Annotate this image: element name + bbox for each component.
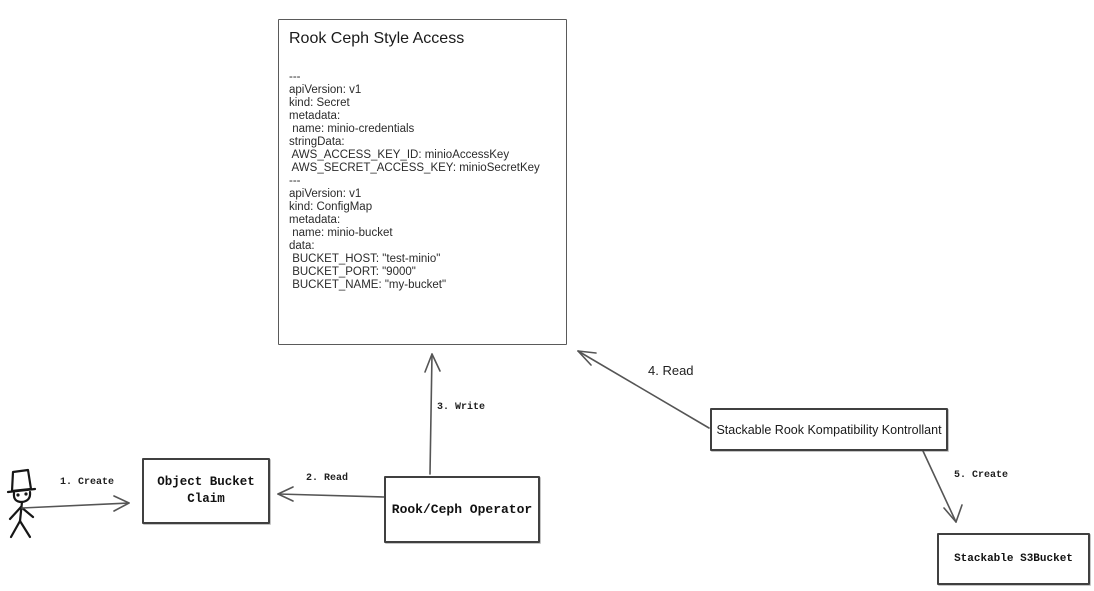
edge-label-5-create: 5. Create [954, 470, 1009, 481]
node-object-bucket-claim-label: Object Bucket Claim [157, 475, 255, 506]
yaml-line: kind: Secret [289, 97, 350, 109]
yaml-line: AWS_SECRET_ACCESS_KEY: minioSecretKey [289, 162, 540, 174]
yaml-line: --- [289, 175, 301, 187]
yaml-line: stringData: [289, 136, 345, 148]
edge-label-4-read: 4. Read [648, 363, 694, 378]
user-stick-figure-icon [6, 468, 37, 539]
node-rook-ceph-operator-label: Rook/Ceph Operator [391, 502, 533, 517]
yaml-line: BUCKET_HOST: "test-minio" [289, 253, 441, 265]
node-object-bucket-claim[interactable]: Object Bucket Claim [142, 458, 270, 524]
yaml-line: apiVersion: v1 [289, 84, 362, 96]
yaml-line: metadata: [289, 110, 341, 122]
arrow-read-4 [577, 350, 710, 429]
node-stackable-rook-kompatibility-kontrollant-label: Stackable Rook Kompatibility Kontrollant [716, 422, 942, 437]
yaml-line: --- [289, 71, 301, 83]
yaml-line: name: minio-bucket [289, 227, 393, 239]
node-stackable-s3bucket[interactable]: Stackable S3Bucket [937, 533, 1090, 585]
node-stackable-s3bucket-label: Stackable S3Bucket [954, 553, 1073, 565]
yaml-line: name: minio-credentials [289, 123, 415, 135]
yaml-line: data: [289, 240, 315, 252]
arrow-write-3 [424, 353, 441, 475]
edge-label-2-read: 2. Read [306, 473, 349, 484]
node-rook-ceph-style-access[interactable]: Rook Ceph Style Access ---apiVersion: v1… [278, 19, 567, 345]
arrow-create-1 [21, 495, 130, 512]
rook-ceph-box-title: Rook Ceph Style Access [289, 30, 465, 47]
yaml-line: metadata: [289, 214, 341, 226]
arrow-create-5 [922, 450, 963, 523]
yaml-line: BUCKET_PORT: "9000" [289, 266, 416, 278]
node-stackable-rook-kompatibility-kontrollant[interactable]: Stackable Rook Kompatibility Kontrollant [710, 408, 948, 451]
edge-label-3-write: 3. Write [437, 402, 486, 413]
yaml-line: AWS_ACCESS_KEY_ID: minioAccessKey [289, 149, 510, 161]
edge-label-1-create: 1. Create [60, 477, 115, 488]
yaml-line: kind: ConfigMap [289, 201, 373, 213]
node-rook-ceph-operator[interactable]: Rook/Ceph Operator [384, 476, 540, 543]
yaml-line: apiVersion: v1 [289, 188, 362, 200]
yaml-line: BUCKET_NAME: "my-bucket" [289, 279, 447, 291]
arrow-read-2 [277, 486, 385, 502]
